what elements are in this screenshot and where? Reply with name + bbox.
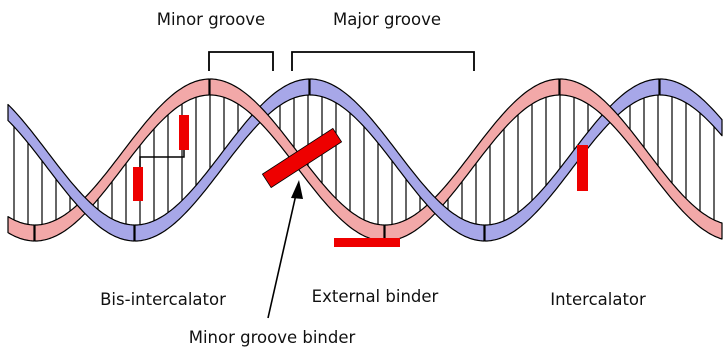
pink-strand-segment — [385, 79, 559, 241]
minor-groove-label: Minor groove — [157, 10, 265, 30]
intercalator-label: Intercalator — [550, 290, 646, 310]
minor-groove-bracket — [209, 52, 273, 71]
backbone-strands — [8, 79, 722, 241]
blue-strand-segment — [485, 79, 659, 241]
pink-strand-segment — [35, 79, 209, 241]
pink-strand-segment — [8, 217, 34, 241]
bis-intercalator-lower-bar — [133, 167, 143, 201]
bis-intercalator-label: Bis-intercalator — [100, 290, 226, 310]
minor-groove-binder-pointer — [268, 190, 297, 318]
minor-groove-binder-label: Minor groove binder — [189, 328, 356, 348]
external-binder-molecule — [334, 238, 400, 247]
bis-intercalator-linker — [140, 150, 184, 167]
blue-strand-segment — [660, 79, 722, 136]
major-groove-bracket — [292, 52, 474, 71]
blue-strand-segment — [135, 79, 309, 241]
major-groove-label: Major groove — [333, 10, 441, 30]
external-binder-label: External binder — [312, 287, 439, 307]
groove-brackets — [209, 52, 474, 71]
bis-intercalator-upper-bar — [179, 115, 189, 150]
intercalator-molecule — [577, 145, 588, 191]
pointer-arrowhead — [291, 180, 303, 199]
